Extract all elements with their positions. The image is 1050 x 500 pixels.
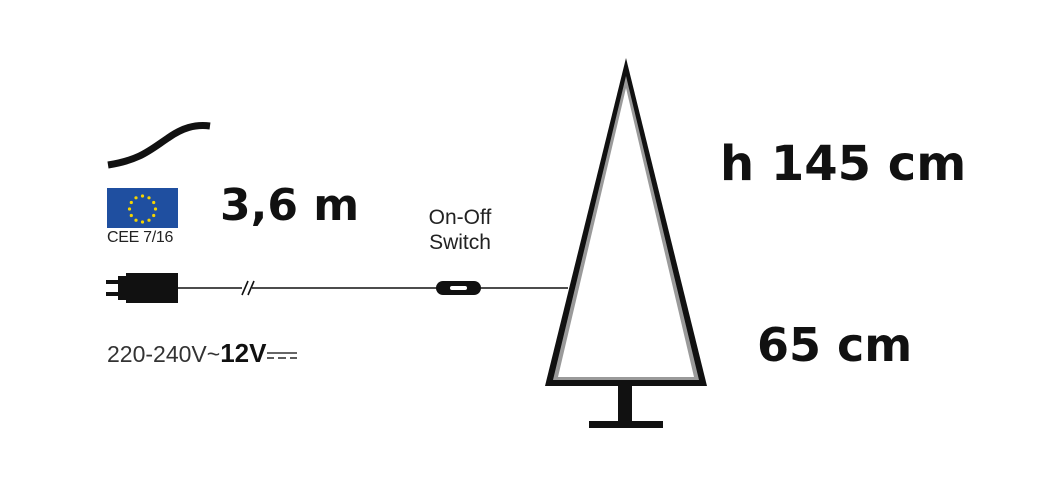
tree-height-label: h 145 cm — [720, 136, 967, 192]
plug-icon — [106, 273, 178, 303]
cable-icon — [107, 122, 211, 169]
switch-label-line1: On-Off — [428, 206, 492, 229]
cable-break-mark — [241, 280, 249, 296]
plug-standard-label: CEE 7/16 — [107, 229, 174, 246]
dc-symbol-icon — [267, 352, 298, 359]
voltage-label: 220-240V~12V — [107, 338, 298, 369]
eu-flag-icon — [107, 188, 178, 228]
switch-icon — [436, 281, 481, 295]
cable-break-mark — [247, 280, 255, 296]
output-voltage: 12V — [220, 338, 267, 368]
switch-label: On-Off Switch — [410, 205, 510, 255]
cable-length-label: 3,6 m — [220, 180, 360, 231]
input-voltage: 220-240V~ — [107, 341, 221, 367]
tree-icon — [545, 58, 707, 428]
tree-width-label: 65 cm — [757, 318, 913, 372]
switch-label-line2: Switch — [429, 231, 491, 254]
power-cable — [178, 280, 568, 296]
